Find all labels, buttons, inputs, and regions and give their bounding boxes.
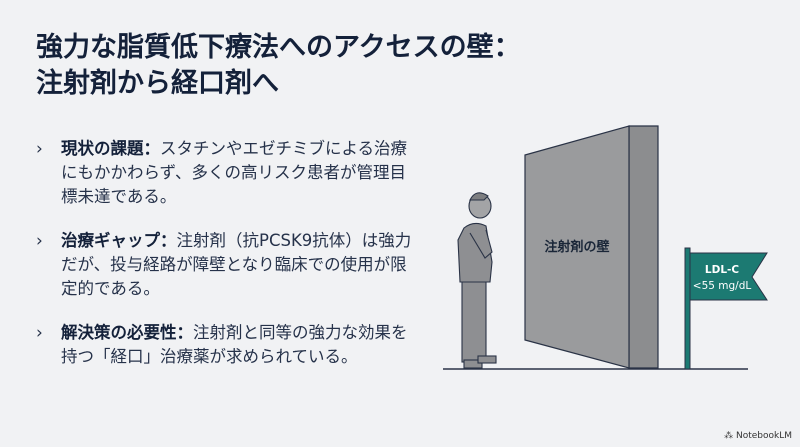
flag-text-line-1: LDL-C	[705, 264, 739, 276]
bullet-label: 現状の課題：	[61, 139, 160, 158]
bullet-label: 治療ギャップ：	[61, 231, 177, 250]
wall-label: 注射剤の壁	[544, 239, 609, 255]
wall-front	[524, 125, 630, 369]
footer-brand: NotebookLM	[735, 431, 792, 441]
bullet-list: › 現状の課題：スタチンやエゼチミブによる治療にもかかわらず、多くの高リスク患者が…	[36, 137, 416, 389]
person-figure	[457, 192, 497, 369]
flag	[689, 252, 768, 301]
bullet-text: スタチンやエゼチミブによる治療にもかかわらず、多くの高リスク患者が管理目標未達で…	[61, 139, 408, 206]
notebooklm-watermark: ⁂ NotebookLM	[724, 431, 792, 441]
bullet-text: 注射剤と同等の強力な効果を持つ「経口」治療薬が求められている。	[61, 323, 408, 366]
title-line-1: 強力な脂質低下療法へのアクセスの壁：	[36, 32, 521, 63]
flag-pole	[684, 247, 691, 370]
title-line-2: 注射剤から経口剤へ	[36, 68, 279, 99]
bullet-item: › 現状の課題：スタチンやエゼチミブによる治療にもかかわらず、多くの高リスク患者が…	[36, 137, 416, 209]
bullet-label: 解決策の必要性：	[61, 323, 193, 342]
bullet-text: 注射剤（抗PCSK9抗体）は強力だが、投与経路が障壁となり臨床での使用が限定的で…	[61, 231, 412, 298]
chevron-right-icon: ›	[36, 323, 43, 343]
flag-text-line-2: <55 mg/dL	[693, 280, 752, 292]
bullet-item: › 解決策の必要性：注射剤と同等の強力な効果を持つ「経口」治療薬が求められている。	[36, 321, 416, 369]
slide-title: 強力な脂質低下療法へのアクセスの壁： 注射剤から経口剤へ	[36, 30, 521, 102]
bullet-item: › 治療ギャップ：注射剤（抗PCSK9抗体）は強力だが、投与経路が障壁となり臨床で…	[36, 229, 416, 301]
chevron-right-icon: ›	[36, 231, 43, 251]
wall-side	[628, 125, 659, 369]
chevron-right-icon: ›	[36, 139, 43, 159]
